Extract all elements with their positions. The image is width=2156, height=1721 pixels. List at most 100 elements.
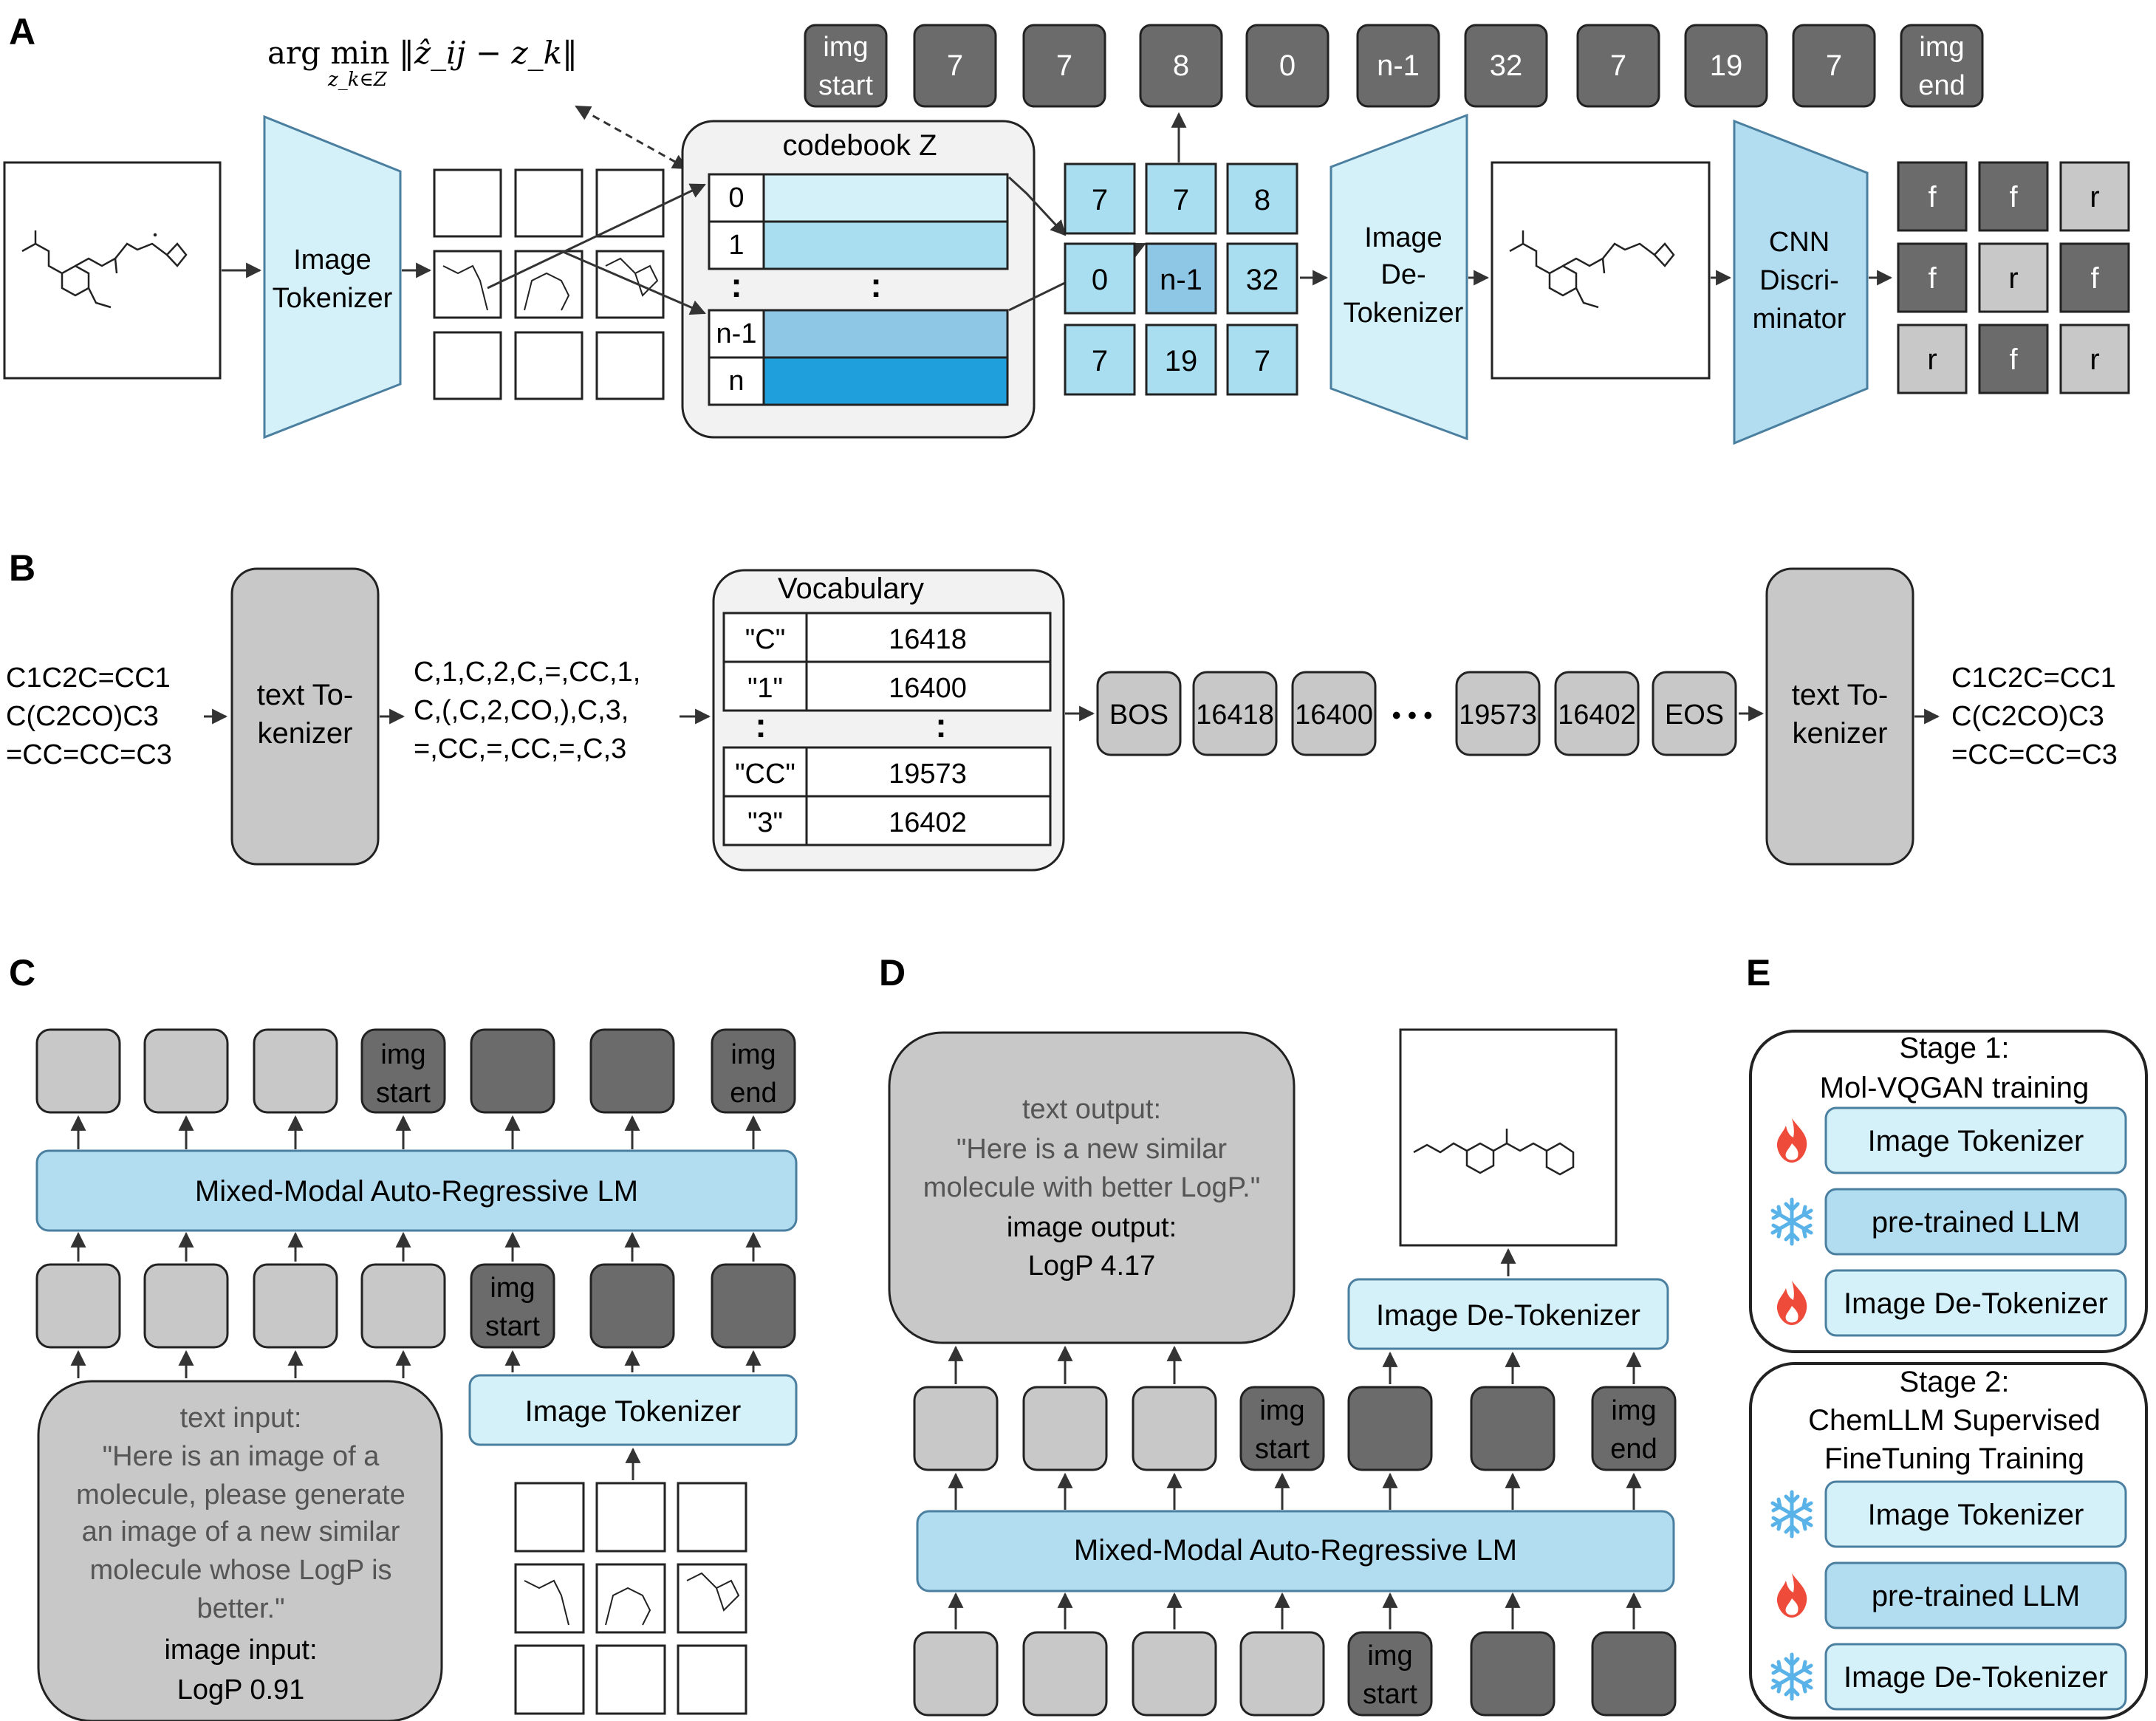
stage2-subtitle: ChemLLM Supervised bbox=[1808, 1404, 2101, 1437]
svg-text:arg min: arg min bbox=[267, 35, 390, 71]
vocab-value: 16418 bbox=[889, 624, 967, 655]
vocab-value: 19573 bbox=[889, 759, 967, 790]
codebook-index: 1 bbox=[728, 230, 744, 261]
c-output-token bbox=[470, 1028, 555, 1114]
rf-cell-label: f bbox=[1928, 181, 1937, 213]
c-image-input-label: image input: bbox=[164, 1635, 317, 1666]
d-input-token bbox=[1022, 1631, 1108, 1717]
codebook-index: n bbox=[728, 366, 744, 397]
token-list: C,1,C,2,C,=,CC,1, bbox=[414, 657, 640, 688]
rf-cell bbox=[1897, 242, 1968, 313]
input-molecule-frame bbox=[3, 161, 222, 380]
smiles-input: =CC=CC=C3 bbox=[6, 739, 172, 770]
rf-cell-label: r bbox=[1927, 343, 1937, 376]
top-token bbox=[1792, 24, 1876, 108]
d-lm-label: Mixed-Modal Auto-Regressive LM bbox=[1074, 1534, 1517, 1567]
rf-cell bbox=[2059, 242, 2130, 313]
rf-cell-label: f bbox=[2090, 262, 2099, 295]
d-output-token bbox=[1239, 1386, 1325, 1471]
c-text-input-box bbox=[37, 1380, 443, 1721]
grid-token-label: 7 bbox=[1173, 184, 1189, 216]
stage-item bbox=[1824, 1269, 2127, 1337]
c-output-token bbox=[35, 1028, 121, 1114]
d-detokenizer-label: Image De-Tokenizer bbox=[1376, 1299, 1640, 1332]
molecule-drawing bbox=[1509, 230, 1675, 309]
d-output-token bbox=[1470, 1386, 1556, 1471]
panel-label-e: E bbox=[1746, 952, 1770, 993]
top-token bbox=[913, 24, 997, 108]
stage2-title: Stage 2: bbox=[1899, 1366, 2009, 1398]
stage-item-label: pre-trained LLM bbox=[1872, 1206, 2080, 1239]
token-label: img bbox=[1611, 1395, 1656, 1426]
token-label: img bbox=[1259, 1395, 1304, 1426]
grid-token bbox=[1226, 242, 1298, 315]
d-image-output-value: LogP 4.17 bbox=[1028, 1250, 1156, 1282]
rf-cell-label: r bbox=[2090, 181, 2099, 213]
d-output-token bbox=[1132, 1386, 1217, 1471]
c-text-input-line: better." bbox=[196, 1593, 284, 1624]
arrow bbox=[1007, 176, 1067, 236]
text-detokenizer-block bbox=[1765, 567, 1914, 866]
vocab-key: "C" bbox=[745, 624, 785, 655]
discriminator-label: minator bbox=[1753, 304, 1847, 335]
rf-cell bbox=[1897, 324, 1968, 394]
c-output-token bbox=[711, 1028, 796, 1114]
rf-cell bbox=[1897, 161, 1968, 232]
codebook-dots: : bbox=[870, 266, 881, 304]
molecule-drawing bbox=[21, 230, 188, 309]
d-input-token bbox=[1347, 1631, 1433, 1717]
grid-token-label: 0 bbox=[1092, 264, 1108, 296]
top-token bbox=[1684, 24, 1768, 108]
top-token-label: n-1 bbox=[1377, 49, 1420, 82]
text-tokenizer-block bbox=[230, 567, 380, 866]
stage-item-label: Image De-Tokenizer bbox=[1844, 1287, 2108, 1320]
stage-item bbox=[1824, 1480, 2127, 1548]
top-token-label: 19 bbox=[1710, 49, 1743, 82]
grid-token-label: 7 bbox=[1254, 345, 1270, 377]
c-output-token bbox=[589, 1028, 675, 1114]
smiles-output: C(C2CO)C3 bbox=[1951, 701, 2104, 732]
c-text-input-line: an image of a new similar bbox=[82, 1516, 400, 1547]
vocab-key: "1" bbox=[747, 673, 783, 704]
d-output-molecule-frame bbox=[1399, 1028, 1618, 1247]
d-input-token bbox=[1239, 1631, 1325, 1717]
grid-token-label: 7 bbox=[1092, 184, 1108, 216]
token-label: img bbox=[380, 1039, 425, 1070]
rf-cell bbox=[1978, 242, 2049, 313]
stage-item bbox=[1824, 1561, 2127, 1629]
c-image-input-value: LogP 0.91 bbox=[177, 1674, 305, 1705]
image-tokenizer-label-2: Tokenizer bbox=[273, 283, 393, 314]
patch-molecule-fragments bbox=[442, 257, 659, 311]
grid-token bbox=[1145, 324, 1217, 396]
image-tokenizer-block bbox=[263, 114, 402, 439]
smiles-input: C(C2CO)C3 bbox=[6, 701, 159, 732]
d-text-output: "Here is a new similar bbox=[956, 1134, 1227, 1165]
vocab-value: 16400 bbox=[889, 673, 967, 704]
stage1-items: Image Tokenizer pre-trained LLM Image De-T… bbox=[1773, 1106, 2127, 1337]
grid-token-label: n-1 bbox=[1160, 264, 1202, 296]
c-text-input-line: molecule, please generate bbox=[76, 1479, 405, 1510]
d-text-output: molecule with better LogP." bbox=[923, 1172, 1260, 1203]
c-image-tokenizer-label: Image Tokenizer bbox=[525, 1395, 742, 1428]
vocabulary-title: Vocabulary bbox=[778, 572, 924, 605]
d-output-token bbox=[1347, 1386, 1433, 1471]
c-lm-label: Mixed-Modal Auto-Regressive LM bbox=[195, 1175, 638, 1208]
sequence-token bbox=[1192, 671, 1278, 756]
vocab-value-cell bbox=[805, 795, 1052, 846]
smiles-output: C1C2C=CC1 bbox=[1951, 663, 2116, 694]
grid-token bbox=[1226, 162, 1298, 235]
sequence-token-label: 16400 bbox=[1295, 699, 1373, 731]
grid-token-label: 19 bbox=[1165, 345, 1198, 377]
token-list: =,CC,=,CC,=,C,3 bbox=[414, 733, 626, 764]
token-label: end bbox=[730, 1078, 776, 1109]
c-patch-grid bbox=[514, 1482, 747, 1715]
vocab-key: "CC" bbox=[735, 759, 795, 790]
stage-item-label: Image Tokenizer bbox=[1868, 1125, 2084, 1157]
stage-item-label: Image De-Tokenizer bbox=[1844, 1661, 2108, 1694]
c-input-token bbox=[589, 1263, 675, 1349]
token-label: end bbox=[1610, 1434, 1657, 1465]
top-token-label: img bbox=[823, 32, 868, 63]
image-tokenizer-label: Image bbox=[293, 244, 372, 276]
c-input-token bbox=[253, 1263, 338, 1349]
